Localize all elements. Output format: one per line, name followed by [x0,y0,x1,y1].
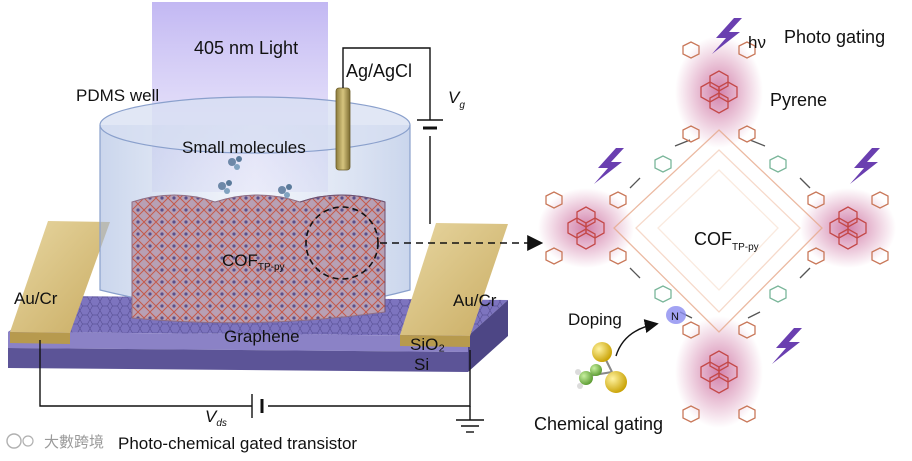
lightning-icon-right [850,148,880,184]
lightning-icon-top [712,18,742,54]
cof-block [131,194,386,324]
watermark: 大數跨境 [6,433,104,451]
watermark-logo-icon [6,433,22,449]
device-caption: Photo-chemical gated transistor [118,434,357,453]
lightning-icon-left [594,148,624,184]
gate-circuit [342,47,443,224]
watermark-text: 大數跨境 [44,433,104,451]
chemical-gating-label: Chemical gating [534,414,663,434]
lightning-icon-bottom [772,328,802,364]
light-label: 405 nm Light [194,38,298,58]
device-cof-label: COFTP-py [222,251,285,273]
substrate-side [468,300,508,372]
hv-label: hν [748,33,766,52]
vds-label: Vds [205,407,227,429]
ds-circuit [39,340,484,433]
nitrogen-label: N [671,311,679,323]
left-electrode-label: Au/Cr [14,289,58,308]
sio2-label: SiO₂ [410,335,445,354]
device-illustration: 405 nm Light PDMS well Ag/AgCl Vg Small … [8,2,544,453]
vg-label: Vg [448,88,465,111]
si-label: Si [414,355,429,374]
graphene-label: Graphene [224,327,300,346]
pyrene-cores [545,41,889,423]
ref-electrode-label: Ag/AgCl [346,61,412,81]
lightning-icons [594,18,880,364]
framework-edges [613,129,823,333]
pdms-label: PDMS well [76,86,159,105]
cof-structure: N hν Photo gating Pyrene COFTP-py Doping [534,18,896,434]
zoom-circle [305,206,379,280]
ref-electrode [335,87,351,171]
si-layer [8,348,468,372]
doping-arrow [615,319,659,357]
dopant-molecule [575,342,627,393]
structure-cof-label: COFTP-py [694,229,759,253]
left-electrode [10,221,110,344]
right-electrode [400,223,508,347]
doping-label: Doping [568,310,622,329]
small-molecules [218,156,292,198]
sio2-layer [8,332,468,352]
molecules-label: Small molecules [182,138,306,157]
doping-site [666,306,686,324]
photo-gating-label: Photo gating [784,27,885,47]
pyrene-label: Pyrene [770,90,827,110]
right-electrode-label: Au/Cr [453,291,497,310]
